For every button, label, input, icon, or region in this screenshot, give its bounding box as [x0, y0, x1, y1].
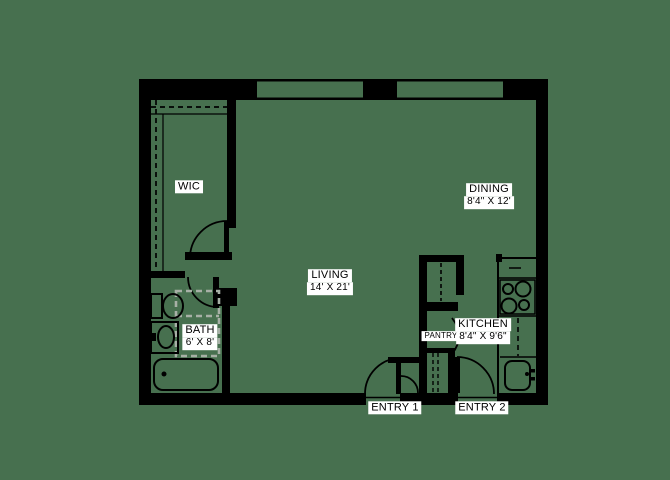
bathtub-drain: [161, 371, 167, 377]
window-2: [397, 81, 503, 98]
toilet: [150, 293, 184, 319]
window-1: [257, 81, 363, 98]
room-dims: 8'4" X 9'6": [456, 331, 510, 344]
burner-large-1: [514, 280, 532, 298]
wic-door-leaf: [224, 221, 229, 258]
entry2-door-leaf: [455, 357, 460, 393]
room-name: ENTRY 1: [368, 401, 422, 415]
bath-fixtures: [150, 293, 219, 391]
label-entry1: ENTRY 1: [368, 401, 422, 415]
room-name: KITCHEN: [455, 318, 511, 332]
room-name: PANTRY: [421, 331, 461, 341]
burner-large-2: [500, 297, 518, 315]
bath-dashed-overlay: [174, 289, 221, 358]
wall-pantry-bottom: [419, 302, 458, 311]
vanity-sink: [150, 321, 179, 354]
wall-right: [536, 79, 548, 405]
stove: [499, 279, 536, 315]
kitchen-faucet-spout: [525, 372, 529, 376]
wall-bottom-right: [497, 393, 548, 405]
kitchen-sink-basin: [504, 360, 531, 391]
room-name: WIC: [175, 180, 203, 194]
bathtub: [153, 358, 219, 391]
wall-bottom-left: [139, 393, 366, 405]
bath-door-leaf: [213, 277, 219, 308]
wic-door: [189, 220, 229, 259]
doors: [187, 220, 495, 395]
wall-hall-stub: [185, 252, 232, 260]
kitchen-counter-edge: [497, 257, 536, 393]
label-dining: DINING 8'4" X 12': [464, 183, 514, 209]
exterior-walls: [139, 79, 548, 405]
room-dims: 6' X 8': [182, 337, 218, 350]
bath-door: [187, 276, 219, 308]
entry2-door: [455, 356, 495, 395]
label-kitchen: KITCHEN 8'4" X 9'6": [455, 318, 511, 344]
dashed-details: [151, 100, 519, 392]
wall-wic-right: [227, 100, 236, 228]
kitchen-fixtures: [497, 257, 536, 393]
entry1-closet-door-arc: [400, 375, 419, 394]
toilet-tank: [150, 293, 163, 319]
room-name: LIVING: [308, 269, 352, 283]
vanity-faucet: [151, 333, 156, 341]
room-name: ENTRY 2: [455, 401, 509, 415]
entry1-door-leaf: [396, 358, 401, 394]
wall-pantry-right: [456, 255, 464, 295]
wall-entry1-stub: [388, 357, 420, 363]
bath-door-swing-arc: [187, 276, 219, 308]
room-dims: 8'4" X 12': [464, 196, 514, 209]
bathtub-outline: [153, 358, 219, 391]
wall-entry-closet-top: [419, 348, 455, 353]
burner-small-1: [502, 283, 514, 295]
room-name: BATH: [182, 324, 218, 338]
stove-outline: [499, 279, 536, 315]
wall-bath-north: [139, 271, 185, 278]
label-living: LIVING 14' X 21': [306, 269, 354, 295]
wic-door-swing-arc: [189, 220, 228, 259]
wall-entry-closet-right: [448, 348, 455, 393]
wall-left: [139, 79, 151, 405]
label-wic: WIC: [175, 180, 203, 194]
burner-small-2: [518, 299, 530, 311]
room-name: DINING: [466, 183, 512, 197]
kitchen-sink: [504, 360, 535, 391]
wall-core-left: [419, 255, 427, 393]
entry1-door-swing-arc: [364, 357, 402, 395]
entry2-door-swing-arc: [456, 356, 495, 395]
room-dims: 14' X 21': [306, 282, 354, 295]
kitchen-faucet-handle-1: [529, 369, 535, 373]
kitchen-faucet-handle-2: [529, 377, 535, 381]
toilet-bowl: [162, 293, 184, 319]
label-bath: BATH 6' X 8': [182, 324, 218, 350]
wall-pantry-top: [419, 255, 464, 262]
label-pantry: PANTRY: [421, 331, 461, 341]
entry1-door: [364, 357, 419, 395]
wall-pier: [216, 288, 237, 306]
label-entry2: ENTRY 2: [455, 401, 509, 415]
wall-bath-right: [222, 306, 230, 393]
vanity-basin: [157, 325, 175, 349]
